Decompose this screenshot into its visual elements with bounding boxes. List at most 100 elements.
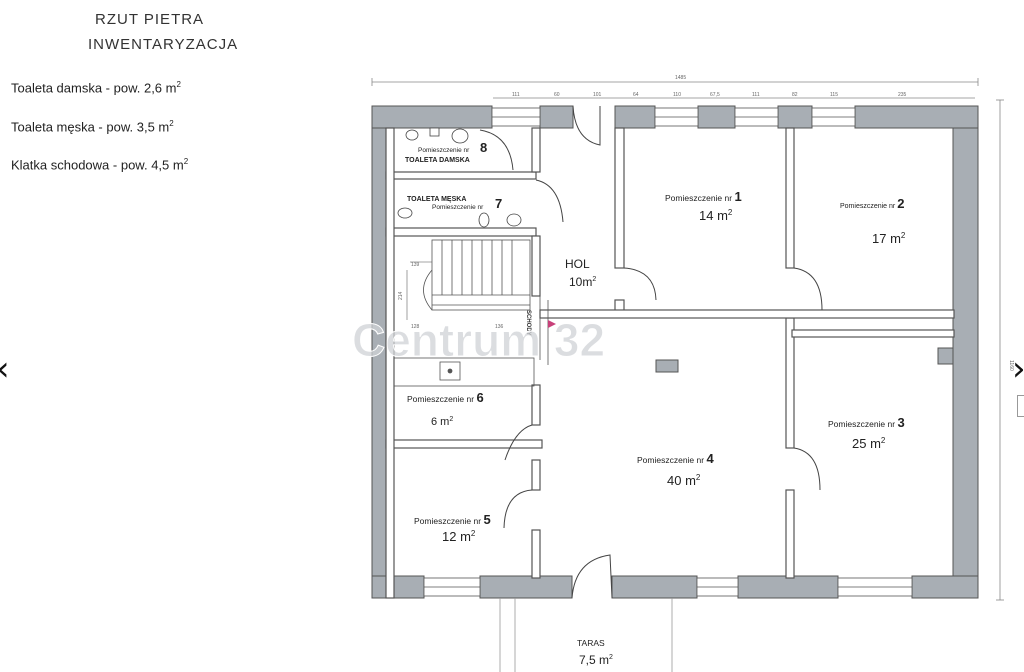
hol: HOL 10m2 — [565, 257, 596, 289]
svg-text:6 m2: 6 m2 — [431, 416, 453, 428]
svg-text:Pomieszczenie nr 2: Pomieszczenie nr 2 — [840, 196, 904, 211]
taras: TARAS 7,5 m2 — [577, 638, 613, 667]
area-sup: 2 — [183, 157, 189, 166]
dim-seg: 115 — [830, 92, 838, 98]
room-label: Pomieszczenie nr — [665, 193, 734, 203]
svg-text:17 m2: 17 m2 — [872, 231, 906, 246]
image-counter-box — [1017, 395, 1024, 417]
area-toaleta-meska: Toaleta męska - pow. 3,5 m2 — [11, 119, 174, 134]
room-label: Pomieszczenie nr — [418, 147, 470, 154]
hol-label: HOL — [565, 257, 590, 271]
column — [937, 347, 954, 365]
room-area-sup: 2 — [881, 436, 886, 445]
taras-area: 7,5 m — [579, 653, 609, 667]
dim-seg: 64 — [633, 92, 639, 98]
dim-stair-bottom-a: 128 — [411, 324, 420, 330]
watermark: Centrum 32 — [352, 314, 605, 366]
svg-text:40 m2: 40 m2 — [667, 473, 701, 488]
svg-text:Pomieszczenie nr 3: Pomieszczenie nr 3 — [828, 415, 905, 430]
room-number: 5 — [483, 512, 490, 527]
svg-text:Pomieszczenie nr 1: Pomieszczenie nr 1 — [665, 189, 742, 204]
plan-subtitle: INWENTARYZACJA — [88, 36, 239, 53]
interior-walls — [385, 127, 955, 599]
room-number: 1 — [734, 189, 741, 204]
room-number: 6 — [476, 390, 483, 405]
room-area: 17 m — [872, 231, 901, 246]
dimension-lines — [371, 78, 1004, 601]
svg-text:14 m2: 14 m2 — [699, 208, 733, 223]
dim-stair-side: 214 — [398, 291, 404, 300]
room-area: 12 m — [442, 529, 471, 544]
room-name: TOALETA MĘSKA — [407, 196, 466, 203]
svg-text:Pomieszczenie nr7: Pomieszczenie nr 7 — [432, 196, 502, 211]
room-area: 6 m — [431, 416, 449, 428]
room-label: Pomieszczenie nr — [407, 394, 476, 404]
dim-seg: 60 — [554, 92, 560, 98]
terrace — [499, 598, 673, 672]
room-label: Pomieszczenie nr — [432, 204, 484, 211]
room-label: Pomieszczenie nr — [637, 455, 706, 465]
dim-seg: 101 — [593, 92, 602, 98]
room-area: 25 m — [852, 436, 881, 451]
room-label: Pomieszczenie nr — [414, 516, 483, 526]
room-7: TOALETA MĘSKA Pomieszczenie nr 7 — [407, 196, 502, 211]
doors — [479, 105, 823, 599]
area-klatka-schodowa: Klatka schodowa - pow. 4,5 m2 — [11, 157, 188, 172]
hol-area-sup: 2 — [592, 276, 596, 283]
taras-area-sup: 2 — [609, 654, 613, 661]
dim-total-height: 1160 — [1008, 360, 1014, 371]
svg-text:Pomieszczenie nr 5: Pomieszczenie nr 5 — [414, 512, 491, 527]
dim-seg: 235 — [898, 92, 907, 98]
room-number: 7 — [495, 196, 502, 211]
room-2: Pomieszczenie nr 2 17 m2 — [840, 196, 906, 246]
area-sup: 2 — [169, 119, 174, 128]
svg-text:Pomieszczenie nr 6: Pomieszczenie nr 6 — [407, 390, 484, 405]
svg-text:10m2: 10m2 — [569, 275, 596, 289]
room-name: TOALETA DAMSKA — [405, 157, 470, 164]
dim-seg: 111 — [512, 92, 520, 98]
room-number: 2 — [897, 196, 904, 211]
prev-arrow-icon[interactable]: ‹ — [0, 352, 10, 386]
room-label: Pomieszczenie nr — [840, 203, 897, 210]
next-arrow-icon[interactable]: › — [1012, 352, 1024, 386]
area-text: Toaleta męska - pow. 3,5 m — [11, 119, 170, 135]
dim-total-width: 1485 — [675, 75, 686, 81]
room-number: 3 — [897, 415, 904, 430]
dim-stair-bottom-b: 136 — [495, 324, 504, 330]
dim-seg: 110 — [673, 92, 681, 98]
room-area-sup: 2 — [901, 231, 906, 240]
staircase — [423, 239, 549, 365]
area-sup: 2 — [176, 80, 181, 89]
dim-stair-top: 139 — [411, 262, 420, 268]
area-text: Toaleta damska - pow. 2,6 m — [11, 80, 177, 96]
svg-text:Pomieszczenie nr 4: Pomieszczenie nr 4 — [637, 451, 714, 466]
windows — [423, 107, 913, 597]
room-area: 14 m — [699, 208, 728, 223]
sanitary-fixtures — [397, 127, 522, 228]
svg-text:25 m2: 25 m2 — [852, 436, 886, 451]
dim-seg: 82 — [792, 92, 798, 98]
area-toaleta-damska: Toaleta damska - pow. 2,6 m2 — [11, 80, 181, 95]
dim-seg: 67,5 — [710, 92, 720, 98]
room-5: Pomieszczenie nr 5 12 m2 — [414, 512, 491, 544]
taras-label: TARAS — [577, 638, 605, 648]
room-4: Pomieszczenie nr 4 40 m2 — [637, 451, 714, 488]
room-area-sup: 2 — [728, 208, 733, 217]
stairs-direction-arrow-icon — [548, 320, 556, 328]
room-area-sup: 2 — [471, 529, 476, 538]
room-area: 40 m — [667, 473, 696, 488]
counter — [393, 357, 535, 387]
hol-area: 10m — [569, 275, 592, 289]
dim-seg: 111 — [752, 92, 760, 98]
svg-text:7,5 m2: 7,5 m2 — [579, 653, 613, 667]
chimney — [655, 359, 679, 373]
room-6: Pomieszczenie nr 6 6 m2 — [407, 390, 484, 428]
svg-text:Pomieszczenie nr8: Pomieszczenie nr8 — [418, 140, 487, 155]
area-text: Klatka schodowa - pow. 4,5 m — [11, 157, 184, 173]
svg-text:12 m2: 12 m2 — [442, 529, 476, 544]
room-area-sup: 2 — [449, 416, 453, 423]
plan-title: RZUT PIETRA — [95, 11, 205, 28]
room-area-sup: 2 — [696, 473, 701, 482]
